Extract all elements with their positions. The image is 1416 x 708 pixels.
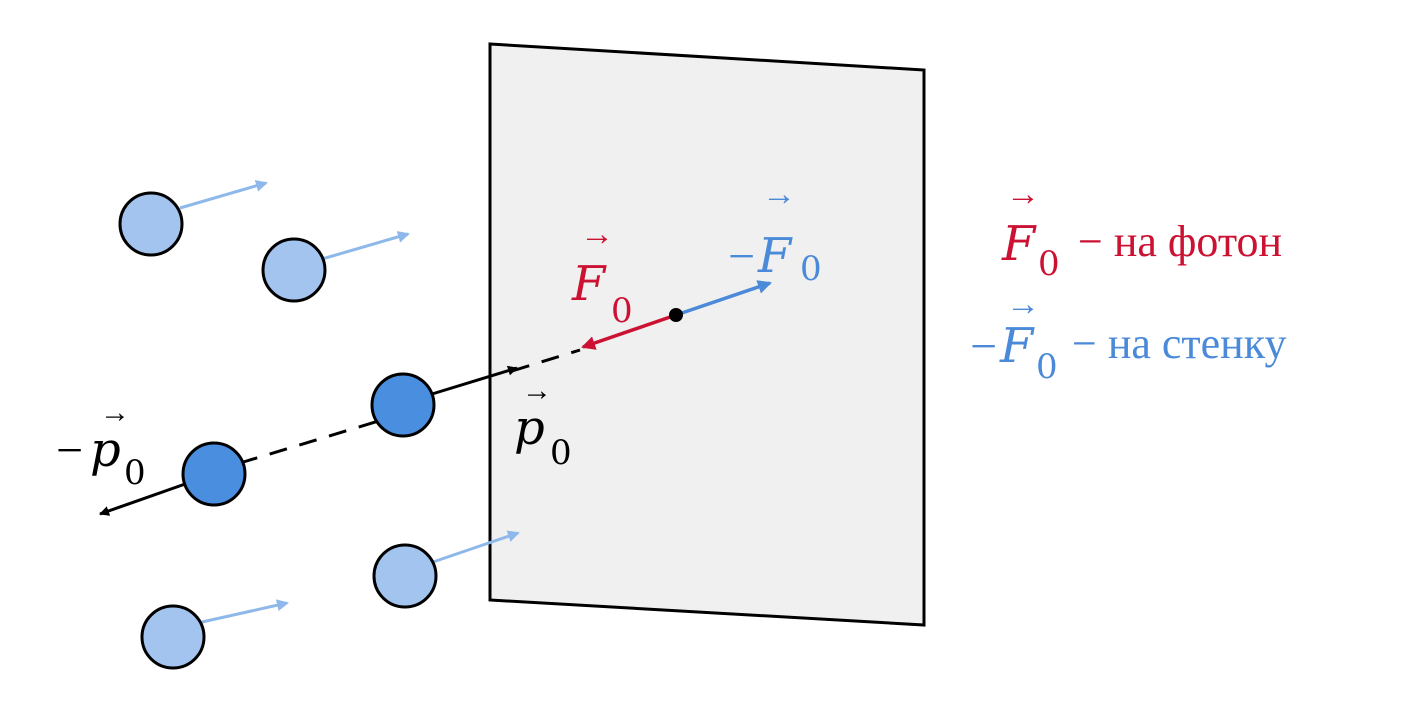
trajectory-dashed — [239, 418, 383, 465]
force-subscript: 0 — [611, 291, 633, 331]
legend-row-photon: → F 0 − на фотон — [1001, 176, 1282, 284]
force-on-wall-arrow — [675, 280, 772, 317]
vector-arrow-glyph: → — [522, 374, 552, 407]
photon-reflected — [181, 441, 247, 507]
momentum-symbol: p — [90, 422, 121, 478]
incident-momentum-arrow — [431, 365, 518, 396]
legend: → F 0 − на фотон − → F 0 − на стенку — [970, 176, 1286, 387]
photon-arrow — [321, 231, 410, 261]
momentum-subscript: 0 — [124, 453, 146, 493]
legend-row-wall: − → F 0 − на стенку — [970, 286, 1286, 387]
reflected-momentum-arrow — [99, 481, 189, 516]
minus-sign: − — [728, 230, 755, 283]
photon-arrow — [179, 180, 268, 210]
label-reflected-momentum: − → p 0 — [56, 396, 146, 493]
force-subscript: 0 — [800, 249, 822, 289]
label-force-on-wall: − → F 0 — [728, 176, 822, 289]
force-on-photon-arrow — [581, 313, 677, 350]
contact-point — [669, 308, 683, 322]
legend-photon-text: − на фотон — [1078, 217, 1282, 266]
photon-arrow — [201, 599, 289, 624]
minus-sign: − — [56, 424, 83, 477]
photon-light — [261, 237, 327, 303]
legend-force-subscript: 0 — [1036, 347, 1058, 387]
photon-light — [118, 191, 184, 257]
wall — [488, 42, 926, 627]
minus-sign: − — [970, 320, 997, 373]
photon-arrow — [432, 530, 520, 564]
vector-arrow-glyph: → — [1006, 286, 1040, 323]
label-incident-momentum: → p 0 — [514, 374, 572, 473]
force-symbol: F — [571, 256, 607, 312]
vector-arrow-glyph: → — [580, 216, 614, 253]
vector-arrow-glyph: → — [762, 176, 796, 213]
label-force-on-photon: → F 0 — [571, 216, 633, 331]
legend-force-symbol: F — [1001, 216, 1037, 272]
trajectory-dashed — [511, 348, 581, 373]
momentum-symbol: p — [514, 400, 545, 456]
vector-arrow-glyph: → — [100, 396, 130, 429]
legend-wall-text: − на стенку — [1072, 319, 1286, 368]
photon-incident — [370, 372, 436, 438]
legend-force-subscript: 0 — [1038, 244, 1060, 284]
legend-force-symbol: F — [999, 318, 1035, 374]
vector-arrow-glyph: → — [1006, 176, 1040, 213]
force-symbol: F — [757, 228, 793, 284]
photon-light — [372, 543, 438, 609]
background-photons — [118, 180, 520, 670]
momentum-subscript: 0 — [550, 433, 572, 473]
photon-light — [140, 604, 206, 670]
